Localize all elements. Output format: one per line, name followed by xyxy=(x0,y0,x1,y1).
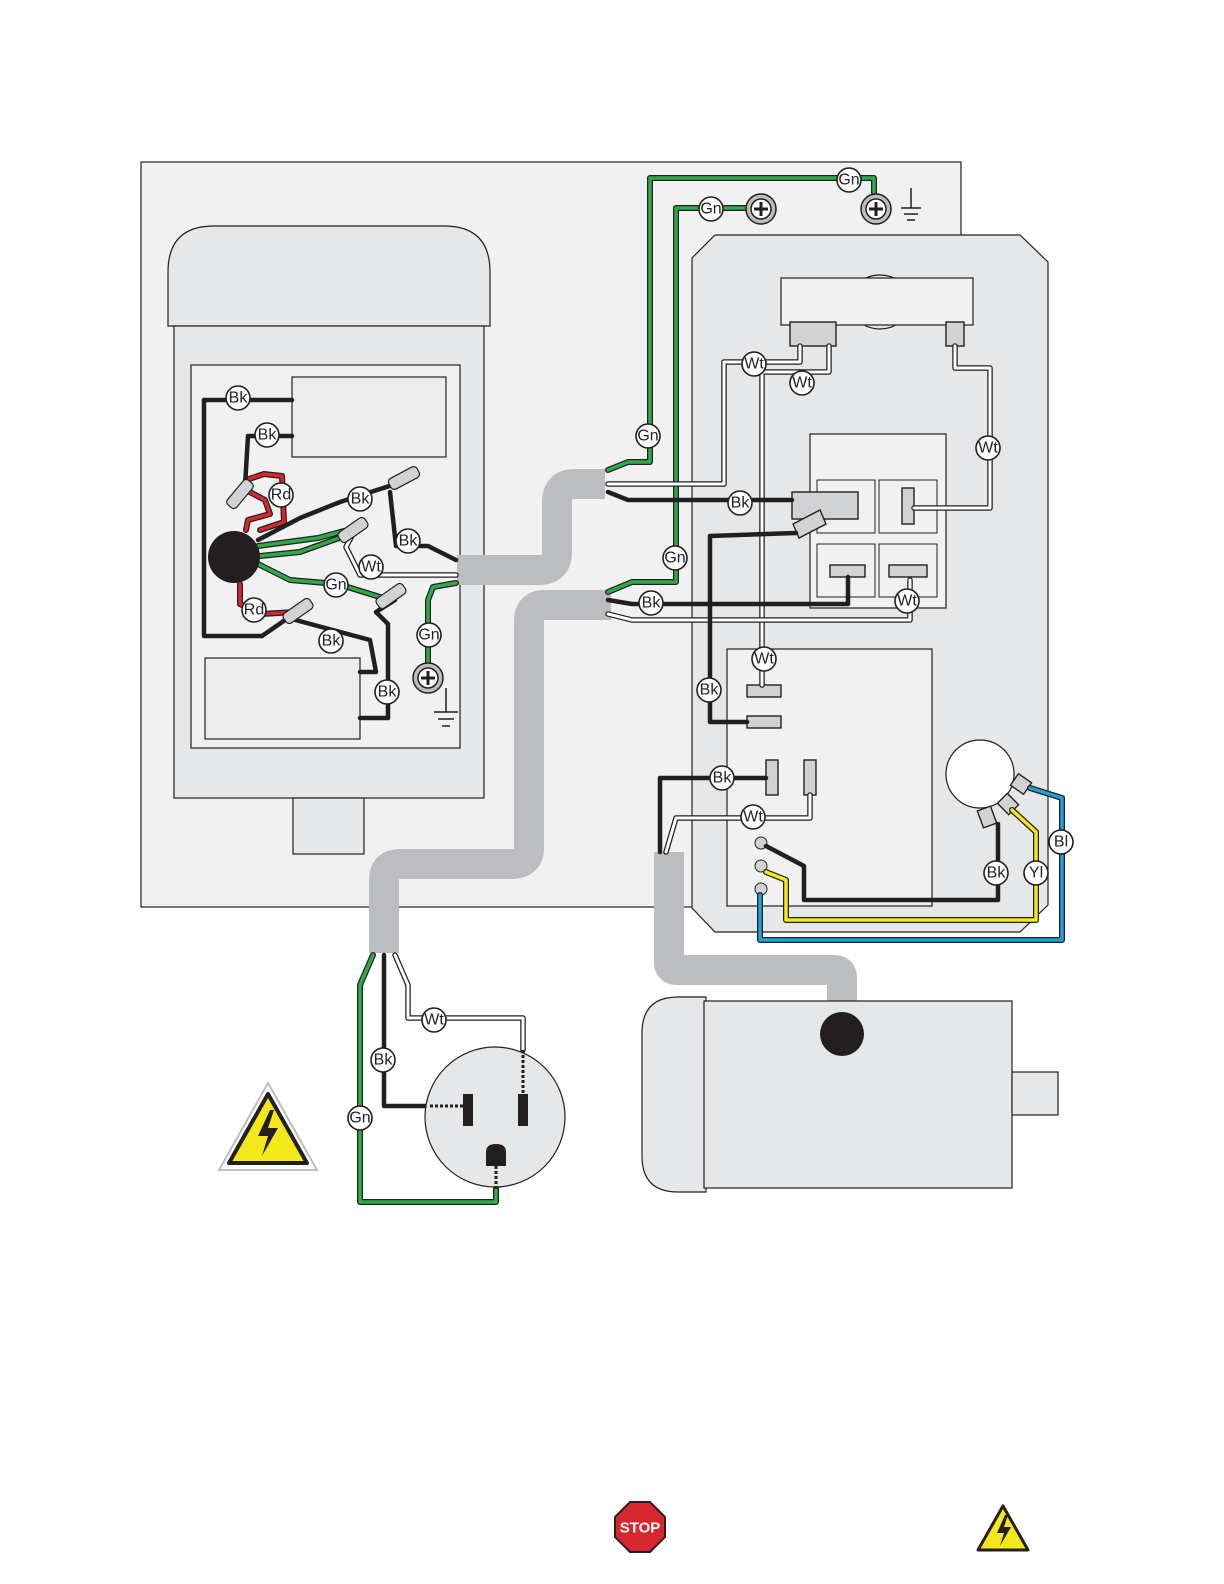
stop-sign-text: STOP xyxy=(620,1520,661,1537)
contactor-block xyxy=(792,434,946,608)
wire-label: Bk xyxy=(348,487,372,511)
svg-text:Yl: Yl xyxy=(1029,865,1043,882)
svg-text:Gn: Gn xyxy=(637,428,658,445)
wire-label: Wt xyxy=(752,647,776,671)
ground-screw-icon xyxy=(413,663,443,693)
svg-text:Wt: Wt xyxy=(744,356,764,373)
wire-label: Yl xyxy=(1024,861,1048,885)
wire-label: Bk xyxy=(984,861,1008,885)
start-capacitor xyxy=(292,377,446,457)
svg-text:Bk: Bk xyxy=(374,1052,394,1069)
wire-label: Bk xyxy=(255,423,279,447)
svg-text:Bk: Bk xyxy=(378,684,398,701)
warning-high-voltage-icon xyxy=(219,1083,317,1170)
wire-label: Bk xyxy=(226,386,250,410)
svg-text:Gn: Gn xyxy=(700,201,721,218)
wire-label: Wt xyxy=(895,589,919,613)
motor-lead-bundle xyxy=(208,531,260,583)
wire-label: Bk xyxy=(319,629,343,653)
secondary-motor xyxy=(642,997,1058,1192)
wire-label: Gn xyxy=(324,573,348,597)
wire-label: Bk xyxy=(371,1048,395,1072)
svg-text:Bk: Bk xyxy=(399,533,419,550)
wire-label: Bk xyxy=(697,678,721,702)
wire-label: Rd xyxy=(242,598,266,622)
svg-text:Bk: Bk xyxy=(229,390,249,407)
wire-label: Gn xyxy=(837,168,861,192)
svg-text:Wt: Wt xyxy=(754,651,774,668)
wall-receptacle xyxy=(425,1047,565,1190)
warning-high-voltage-icon xyxy=(978,1506,1028,1550)
run-capacitor xyxy=(205,658,360,739)
wire-label: Gn xyxy=(417,623,441,647)
wire-label: Wt xyxy=(741,805,765,829)
wire-label: Wt xyxy=(422,1008,446,1032)
wire-label: Bk xyxy=(396,529,420,553)
svg-text:Bk: Bk xyxy=(258,427,278,444)
wire-label: Wt xyxy=(742,352,766,376)
wire-label: Wt xyxy=(790,371,814,395)
svg-text:Wt: Wt xyxy=(743,809,763,826)
wire-label: Rd xyxy=(269,483,293,507)
svg-text:Gn: Gn xyxy=(349,1110,370,1127)
svg-text:Gn: Gn xyxy=(838,172,859,189)
svg-text:Bk: Bk xyxy=(351,491,371,508)
svg-text:Wt: Wt xyxy=(978,440,998,457)
svg-text:Wt: Wt xyxy=(792,375,812,392)
ground-screw-icon xyxy=(746,194,776,224)
wire-label: Gn xyxy=(636,424,660,448)
wire-label: Gn xyxy=(699,197,723,221)
svg-text:Bk: Bk xyxy=(713,770,733,787)
wire-label: Bk xyxy=(710,766,734,790)
svg-text:Rd: Rd xyxy=(244,602,264,619)
svg-text:Bk: Bk xyxy=(987,865,1007,882)
wire-label: Gn xyxy=(348,1106,372,1130)
svg-text:Bk: Bk xyxy=(700,682,720,699)
svg-text:Wt: Wt xyxy=(361,559,381,576)
wire-label: Gn xyxy=(663,546,687,570)
wire-label: Bl xyxy=(1049,830,1073,854)
wire-label: Wt xyxy=(976,436,1000,460)
stop-sign-icon: STOP xyxy=(615,1502,665,1552)
svg-text:Bk: Bk xyxy=(731,495,751,512)
wire-label: Bk xyxy=(639,591,663,615)
svg-text:Wt: Wt xyxy=(897,593,917,610)
svg-text:Gn: Gn xyxy=(418,627,439,644)
svg-text:Wt: Wt xyxy=(424,1012,444,1029)
svg-text:Gn: Gn xyxy=(325,577,346,594)
svg-text:Bl: Bl xyxy=(1054,834,1068,851)
svg-text:Bk: Bk xyxy=(642,595,662,612)
wire-label: Bk xyxy=(728,491,752,515)
svg-text:Rd: Rd xyxy=(271,487,291,504)
ground-screw-icon xyxy=(861,194,891,224)
svg-text:Gn: Gn xyxy=(664,550,685,567)
wire-label: Bk xyxy=(375,680,399,704)
svg-text:Bk: Bk xyxy=(322,633,342,650)
wire-label: Wt xyxy=(359,555,383,579)
